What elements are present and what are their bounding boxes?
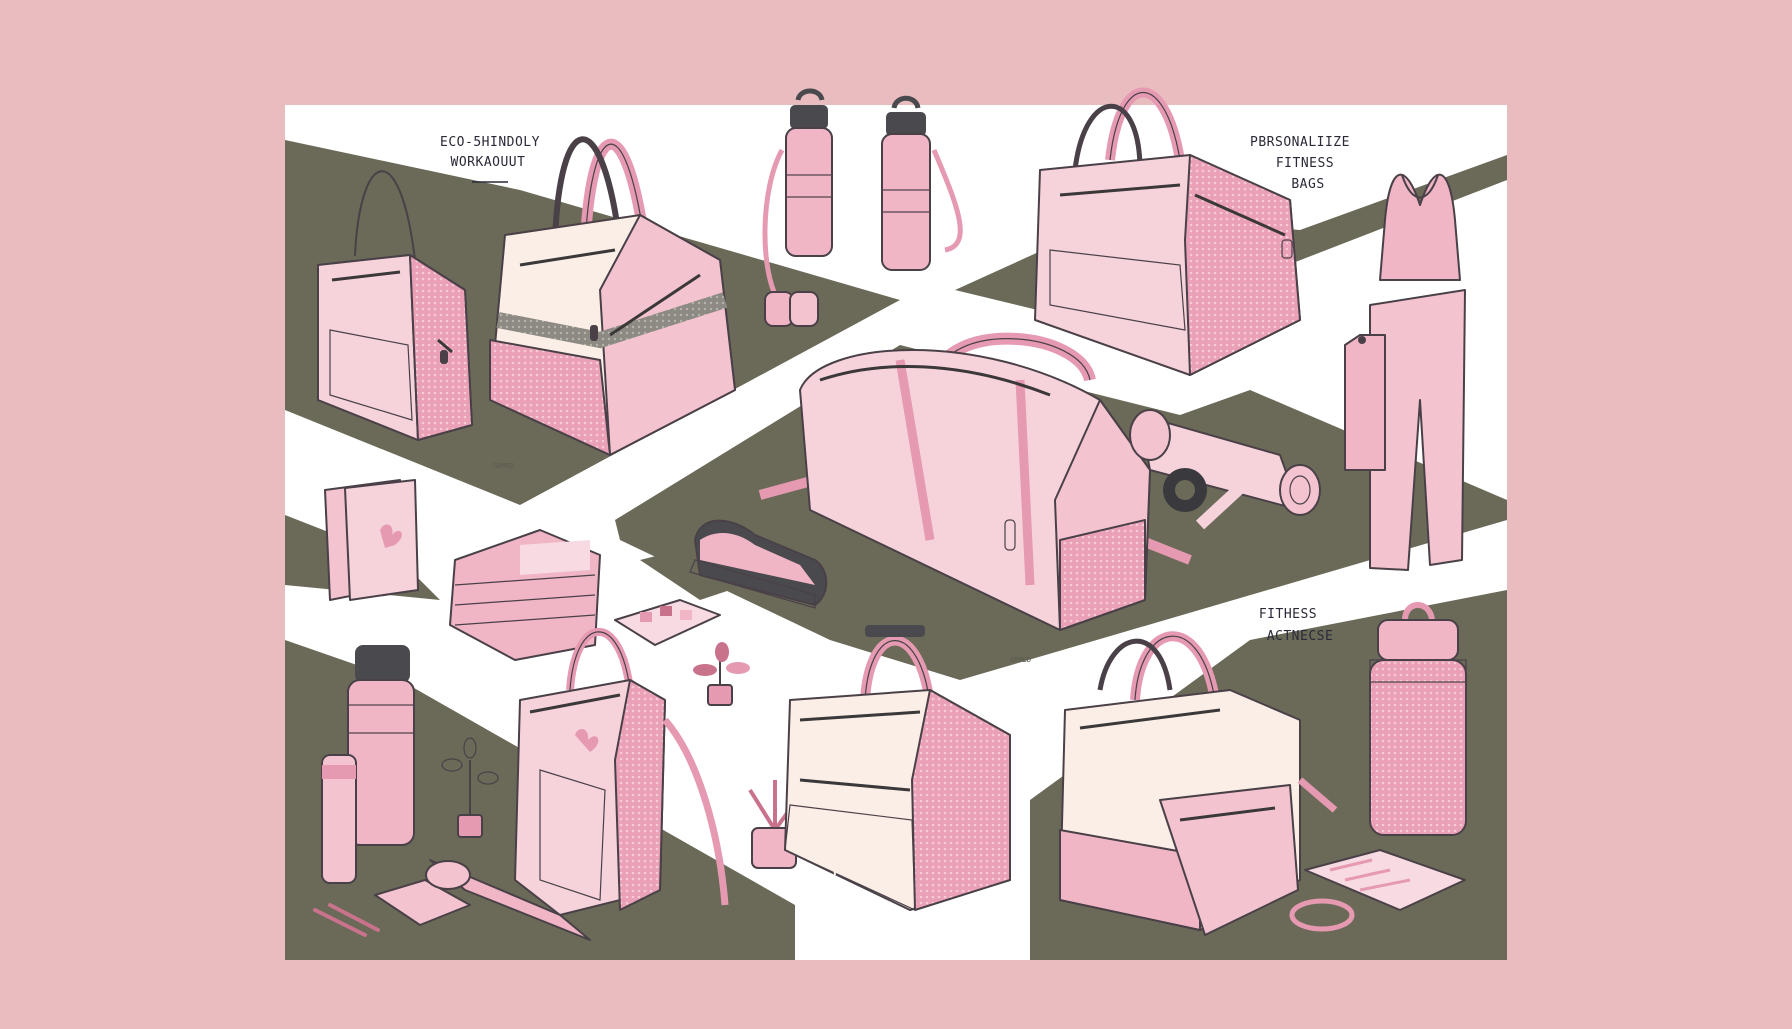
- yoga-mat-rolled: [1129, 409, 1321, 530]
- water-bottle-1: [762, 88, 833, 327]
- palette: [614, 599, 721, 646]
- sneaker: [689, 519, 828, 609]
- label-personal-line1: PBRSONALIIZE: [1250, 135, 1350, 150]
- label-fitness-line2: ACTNECSE: [1267, 629, 1334, 644]
- thermos-small: [321, 754, 357, 884]
- folded-towels: [449, 529, 601, 661]
- label-personalize: PBRSONALIIZE FITNESS BAGS: [1250, 135, 1350, 192]
- plant-small-2: [441, 737, 499, 838]
- tiny-label-2: GRMED: [1010, 656, 1031, 664]
- label-fitness-line1: FITHESS: [1259, 607, 1317, 622]
- notebooks: [324, 479, 419, 601]
- tote-bag-left: [317, 170, 473, 441]
- plant-small-1: [693, 642, 750, 706]
- label-eco-friendly: ECO-5HINDOLY WORKAOUUT: [440, 135, 540, 183]
- label-personal-line2: FITNESS: [1276, 156, 1334, 171]
- wristband: [1289, 898, 1355, 932]
- label-fitness: FITHESS ACTNECSE: [1259, 607, 1333, 644]
- yoga-mat-long: [425, 859, 591, 941]
- journal: [1304, 849, 1466, 911]
- duffle-bag-cream: [489, 136, 736, 456]
- label-eco-line1: ECO-5HINDOLY: [440, 135, 540, 150]
- duffle-bag-bottom-middle: [784, 625, 1011, 911]
- label-eco-line2: WORKAOUUT: [451, 155, 526, 170]
- duffle-bag-center: [758, 332, 1192, 631]
- phone: [374, 879, 471, 926]
- insulated-bottle: [1369, 602, 1467, 836]
- label-personal-line3: BAGS: [1291, 177, 1324, 192]
- duffle-bag-top-right: [1034, 87, 1301, 376]
- gym-bag-bottom-right: [1059, 631, 1338, 936]
- pens: [313, 903, 380, 937]
- tumbler: [347, 645, 415, 846]
- sports-outfit: [1344, 173, 1466, 571]
- backpack-bottom-left: [514, 628, 729, 916]
- water-bottle-2: [881, 95, 963, 271]
- tiny-label-1: GRMED: [493, 462, 514, 470]
- dumbbell: [1163, 468, 1207, 512]
